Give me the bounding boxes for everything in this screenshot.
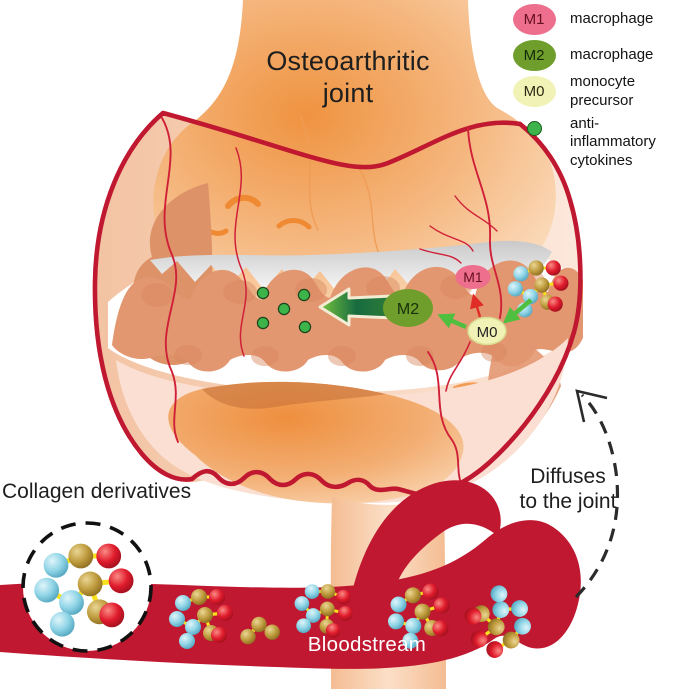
arrow-m0-to-m1	[470, 293, 484, 318]
legend-item-m0: M0 monocyte precursor	[508, 73, 685, 111]
m0-legend-marker: M0	[512, 76, 556, 108]
collagen-derivatives-label: Collagen derivatives	[2, 480, 192, 503]
legend-label: monocyte precursor	[570, 73, 636, 109]
cytokine-dot-marker	[526, 120, 542, 136]
collagen-callout	[21, 521, 153, 653]
legend-item-m1: M1 macrophage	[508, 1, 685, 37]
legend-label: anti-inflammatory cytokines	[570, 114, 656, 170]
legend-label: macrophage	[570, 45, 654, 63]
m1-legend-marker: M1	[512, 3, 556, 35]
legend-label: macrophage	[570, 9, 654, 27]
m1-cell: M1	[455, 265, 491, 289]
m0-cell-label: M0	[477, 324, 498, 341]
legend: M1 macrophage M2 macrophage M0 monocyte …	[508, 1, 685, 171]
diffuses-arrow	[574, 389, 620, 599]
diffuses-to-joint-label: Diffuses to the joint	[519, 465, 617, 514]
legend-item-m2: M2 macrophage	[508, 37, 685, 73]
arrow-m0-to-m2	[437, 313, 467, 330]
m2-legend-marker: M2	[512, 39, 556, 71]
bloodstream-label: Bloodstream	[307, 633, 427, 656]
m1-cell-label: M1	[463, 269, 483, 285]
m2-cell-label: M2	[397, 301, 419, 318]
capsule-outline	[92, 110, 583, 497]
arrow-molecule-to-m0	[502, 298, 533, 324]
bone-lower	[168, 381, 464, 504]
diffuses-arrowhead	[575, 389, 608, 423]
cytokine-dots	[256, 286, 312, 334]
legend-item-cytokines: anti-inflammatory cytokines	[508, 111, 685, 171]
page-title: Osteoarthritic joint	[266, 46, 430, 108]
m0-cell: M0	[467, 316, 507, 346]
bone-lower-shadow	[202, 381, 386, 409]
bone-upper	[153, 0, 556, 304]
m2-cell: M2	[383, 289, 433, 327]
capillaries	[161, 117, 503, 487]
